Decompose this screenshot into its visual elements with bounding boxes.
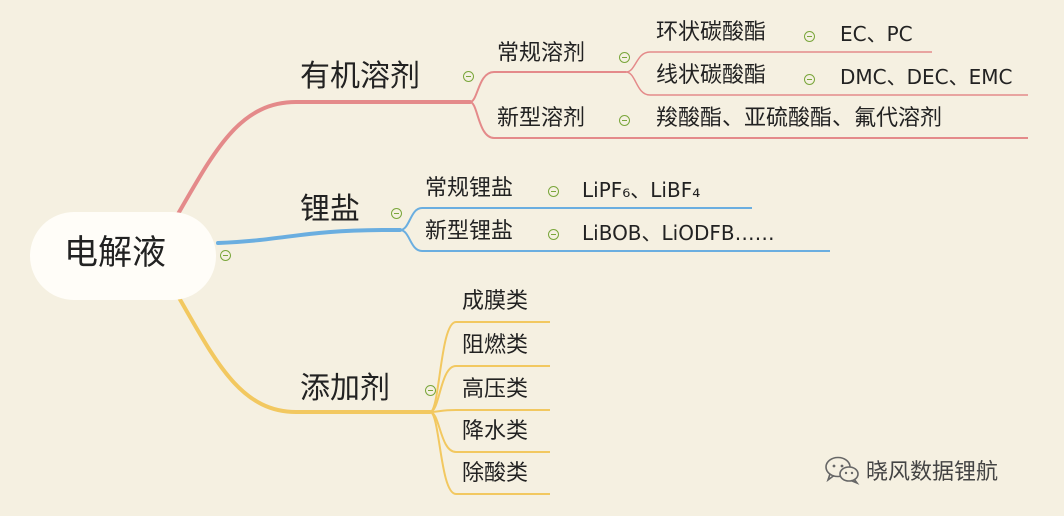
- root-collapse-icon[interactable]: [220, 250, 231, 261]
- conventional-salt-items[interactable]: LiPF₆、LiBF₄: [582, 178, 701, 202]
- connector-additive-item1: [429, 321, 550, 413]
- watermark-text: 晓风数据锂航: [866, 460, 999, 485]
- connector-salt-conventional: [399, 207, 752, 231]
- conventional-solvent-node[interactable]: 常规溶剂: [497, 41, 586, 66]
- linear-carbonate-items[interactable]: DMC、DEC、EMC: [840, 65, 1013, 89]
- connector-conventional-linear: [625, 71, 1028, 96]
- additive-item-high-voltage[interactable]: 高压类: [462, 377, 529, 402]
- conventional-salt-node[interactable]: 常规锂盐: [425, 176, 514, 201]
- connector-salt-novel: [399, 229, 830, 252]
- additive-collapse-icon[interactable]: [425, 385, 436, 396]
- connector-root-salt: [216, 228, 402, 245]
- additive-node[interactable]: 添加剂: [300, 371, 390, 406]
- root-label: 电解液: [64, 233, 166, 273]
- connector-root-organic: [176, 100, 472, 216]
- connector-additive-item2: [429, 365, 550, 413]
- connector-root-additive: [176, 294, 432, 414]
- cyclic-carbonate-items[interactable]: EC、PC: [840, 22, 913, 46]
- additive-item-flame-retardant[interactable]: 阻燃类: [462, 333, 529, 358]
- novel-salt-items[interactable]: LiBOB、LiODFB……: [582, 221, 775, 245]
- connector-organic-conventional: [469, 71, 626, 103]
- linear-carbonate-collapse-icon[interactable]: [804, 74, 815, 85]
- wechat-icon: [825, 456, 860, 485]
- novel-solvent-collapse-icon[interactable]: [619, 115, 630, 126]
- novel-solvent-node[interactable]: 新型溶剂: [497, 106, 586, 131]
- organic-collapse-icon[interactable]: [463, 71, 474, 82]
- novel-salt-node[interactable]: 新型锂盐: [425, 219, 514, 244]
- lithium-salt-node[interactable]: 锂盐: [300, 192, 360, 227]
- connector-additive-item3: [429, 409, 550, 413]
- connector-additive-item5: [429, 411, 550, 495]
- linear-carbonate-node[interactable]: 线状碳酸酯: [656, 63, 767, 88]
- cyclic-carbonate-node[interactable]: 环状碳酸酯: [656, 20, 767, 45]
- lithium-salt-collapse-icon[interactable]: [391, 208, 402, 219]
- novel-salt-collapse-icon[interactable]: [548, 229, 559, 240]
- conventional-salt-collapse-icon[interactable]: [548, 186, 559, 197]
- cyclic-carbonate-collapse-icon[interactable]: [804, 31, 815, 42]
- conventional-solvent-collapse-icon[interactable]: [619, 52, 630, 63]
- novel-solvent-items[interactable]: 羧酸酯、亚硫酸酯、氟代溶剂: [656, 106, 943, 131]
- additive-item-film-forming[interactable]: 成膜类: [462, 289, 529, 314]
- connector-conventional-cyclic: [625, 51, 932, 73]
- root-node[interactable]: [30, 212, 216, 300]
- additive-item-acid-removal[interactable]: 除酸类: [462, 461, 529, 486]
- connector-organic-novel: [469, 101, 1028, 139]
- organic-solvent-node[interactable]: 有机溶剂: [300, 59, 420, 94]
- watermark: 晓风数据锂航: [824, 454, 998, 486]
- additive-item-water-removal[interactable]: 降水类: [462, 419, 529, 444]
